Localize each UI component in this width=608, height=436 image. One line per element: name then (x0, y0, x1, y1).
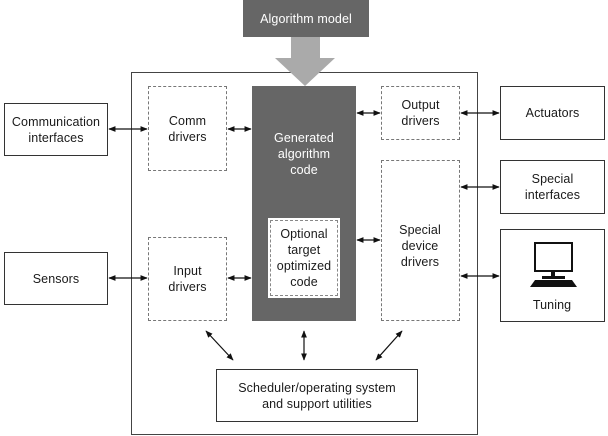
tuning-block: Tuning (500, 229, 605, 322)
algorithm-model-block: Algorithm model (243, 0, 369, 37)
optional-target-code-block: Optional target optimized code (268, 218, 340, 298)
comm-drivers-block: Comm drivers (148, 86, 227, 171)
actuators-block: Actuators (500, 86, 605, 140)
special-interfaces-block: Special interfaces (500, 160, 605, 214)
output-drivers-block: Output drivers (381, 86, 460, 140)
output-drivers-label: Output drivers (401, 98, 440, 128)
arrow-special-drivers-scheduler (375, 330, 403, 361)
scheduler-block: Scheduler/operating system and support u… (216, 369, 418, 422)
sensors-block: Sensors (4, 252, 108, 305)
communication-interfaces-block: Communication interfaces (4, 103, 108, 156)
communication-interfaces-label: Communication interfaces (11, 114, 101, 145)
sensors-label: Sensors (32, 271, 80, 286)
input-drivers-label: Input drivers (168, 264, 207, 294)
arrow-input-drivers-scheduler (205, 330, 234, 361)
optional-target-code-label: Optional target optimized code (276, 227, 332, 289)
tuning-label: Tuning (532, 298, 572, 312)
generated-code-block: Generated algorithm code (252, 86, 356, 321)
input-drivers-block: Input drivers (148, 237, 227, 321)
special-interfaces-label: Special interfaces (524, 172, 581, 202)
comm-drivers-label: Comm drivers (168, 113, 207, 144)
special-device-drivers-block: Special device drivers (381, 160, 460, 321)
actuators-label: Actuators (525, 106, 580, 120)
computer-monitor-icon (530, 242, 577, 287)
generated-code-label: Generated algorithm code (274, 131, 334, 177)
scheduler-label: Scheduler/operating system and support u… (238, 380, 396, 411)
model-to-code-arrow (275, 37, 335, 86)
algorithm-model-label: Algorithm model (260, 11, 352, 26)
special-device-drivers-label: Special device drivers (399, 223, 441, 269)
